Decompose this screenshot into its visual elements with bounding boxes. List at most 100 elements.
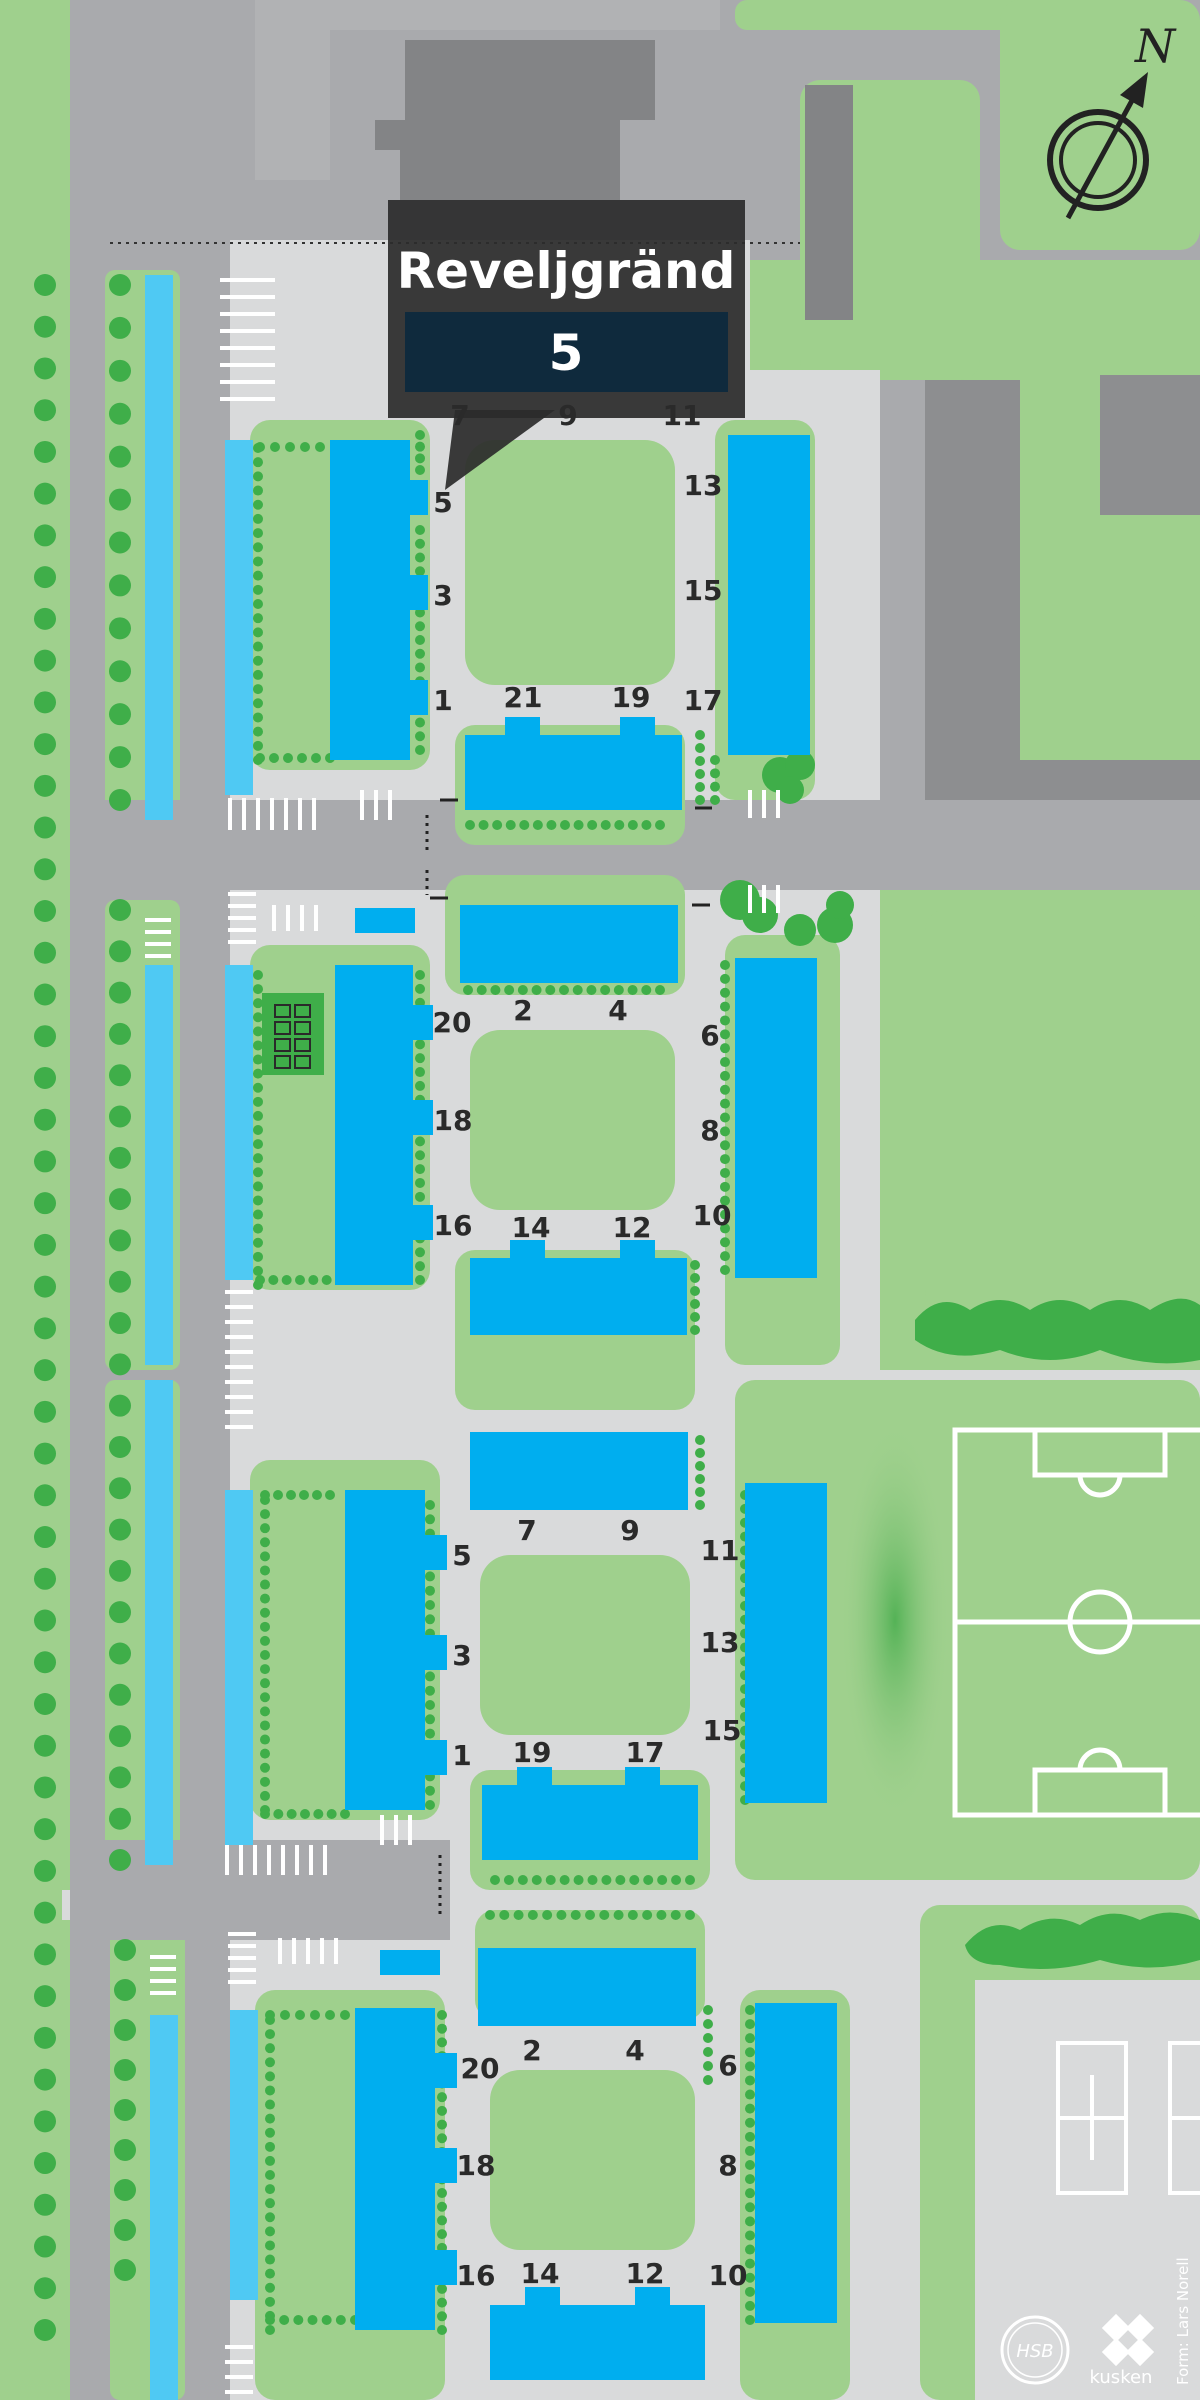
- residential-buildings: [330, 435, 837, 2380]
- north-dark-building: [375, 40, 655, 200]
- hedge-dot: [695, 1461, 705, 1471]
- hedge-dot: [685, 1875, 695, 1885]
- hedge-dot: [310, 2010, 320, 2020]
- hedge-dot: [542, 1910, 553, 1920]
- hedge-dot: [280, 2010, 290, 2020]
- tennis-court-area: [300, 1325, 425, 1385]
- hedge-dot: [260, 1762, 270, 1773]
- hedge-dot: [253, 1195, 263, 1206]
- hedge-dot: [745, 2272, 755, 2283]
- parking-stripe: [360, 790, 364, 820]
- house-number-b4-6: 6: [718, 2049, 737, 2082]
- parking-stripe: [295, 1845, 299, 1875]
- hedge-dot: [253, 1209, 263, 1220]
- parking-stripe: [225, 2345, 253, 2349]
- hedge-dot: [253, 684, 263, 695]
- parking-stripe: [228, 798, 232, 830]
- parking-stripe: [225, 1365, 253, 1369]
- hedge-dot: [114, 2259, 136, 2281]
- callout-pointer: [445, 410, 555, 490]
- kusken-logo: kusken: [1090, 2313, 1155, 2388]
- parking-stripe: [220, 346, 275, 350]
- building-b1-south: [465, 717, 682, 810]
- north-tower: [805, 85, 853, 320]
- hedge-dot: [253, 1223, 263, 1234]
- hedge-dot: [745, 2174, 755, 2185]
- hedge-dot: [415, 970, 425, 980]
- hedge-dot: [286, 1809, 297, 1819]
- hedge-dot: [641, 985, 652, 995]
- house-number-b2-14: 14: [512, 1211, 551, 1244]
- hsb-logo: HSB: [1000, 2315, 1070, 2385]
- hedge-dot: [34, 1442, 56, 1465]
- hedge-dot: [415, 717, 425, 728]
- house-number-b1-7: 7: [450, 399, 469, 432]
- hedge-dot: [720, 1001, 730, 1012]
- hedge-dot: [559, 985, 569, 995]
- hedge-dot: [253, 1237, 263, 1248]
- hedge-dot: [745, 2244, 755, 2255]
- parking-stripe: [312, 798, 316, 830]
- hedge-dot: [503, 1875, 514, 1885]
- hedge-dot: [720, 987, 730, 998]
- hedge-dot: [253, 1040, 263, 1051]
- hedge-dot: [34, 1066, 56, 1089]
- parking-stripe: [323, 1845, 327, 1875]
- hedge-dot: [415, 1039, 425, 1050]
- hedge-dot: [695, 1474, 705, 1484]
- hedge-dot: [34, 1567, 56, 1590]
- tennis-area: [975, 1980, 1200, 2400]
- hedge-dot: [321, 2315, 332, 2325]
- hedge-dot: [253, 1265, 263, 1276]
- hedge-dot: [265, 2198, 275, 2209]
- hedge-dot: [34, 733, 56, 756]
- house-number-b3-9: 9: [620, 1514, 639, 1547]
- parking-stripe: [334, 1938, 338, 1964]
- building-b1-west: [330, 440, 428, 760]
- block1-courtyard: [465, 440, 675, 685]
- hedge-dot: [34, 566, 56, 589]
- hedge-dot: [34, 1818, 56, 1841]
- tree-hedge-east-1: [915, 1298, 1200, 1364]
- house-number-b3-7: 7: [517, 1514, 536, 1547]
- house-number-b3-13: 13: [701, 1626, 740, 1659]
- hedge-dot: [34, 2235, 56, 2258]
- hedge-dot: [253, 1251, 263, 1262]
- house-number-b3-3: 3: [452, 1639, 471, 1672]
- grass-mound: [840, 1420, 950, 1820]
- hedge-dot: [109, 1518, 131, 1541]
- house-number-b1-13: 13: [684, 469, 723, 502]
- parking-stripe: [145, 930, 171, 934]
- hedge-dot: [253, 641, 263, 652]
- hedge-dot: [517, 1875, 528, 1885]
- parking-stripe: [309, 1845, 313, 1875]
- hedge-dot: [109, 445, 131, 468]
- hedge-dot: [490, 1875, 500, 1885]
- hedge-dot: [321, 1275, 332, 1285]
- parking-stripe: [225, 1410, 253, 1414]
- parking-stripe: [388, 790, 392, 820]
- hedge-dot: [745, 2047, 755, 2058]
- hedge-dot: [499, 1910, 510, 1920]
- building-b3-east: [745, 1483, 827, 1803]
- hedge-dot: [517, 985, 528, 995]
- hedge-dot: [34, 1859, 56, 1882]
- hedge-dot: [690, 1273, 700, 1283]
- house-number-b3-11: 11: [701, 1534, 740, 1567]
- hedge-dot: [425, 1728, 435, 1739]
- hedge-dot: [745, 2131, 755, 2142]
- hedge-dot: [34, 1692, 56, 1715]
- parking-stripe: [225, 2375, 253, 2379]
- address-callout: Reveljgränd 5: [388, 200, 745, 490]
- hedge-dot: [745, 2202, 755, 2213]
- hedge-dot: [613, 985, 624, 995]
- hedge-dot: [703, 2047, 713, 2057]
- hedge-dot: [437, 2188, 447, 2199]
- hedge-dot: [260, 1565, 270, 1576]
- hedge-dot: [265, 2029, 275, 2040]
- hedge-dot: [253, 1082, 263, 1093]
- hedge-dot: [253, 712, 263, 723]
- hedge-dot: [109, 703, 131, 726]
- parking-stripe: [220, 312, 275, 316]
- hedge-dot: [255, 753, 265, 763]
